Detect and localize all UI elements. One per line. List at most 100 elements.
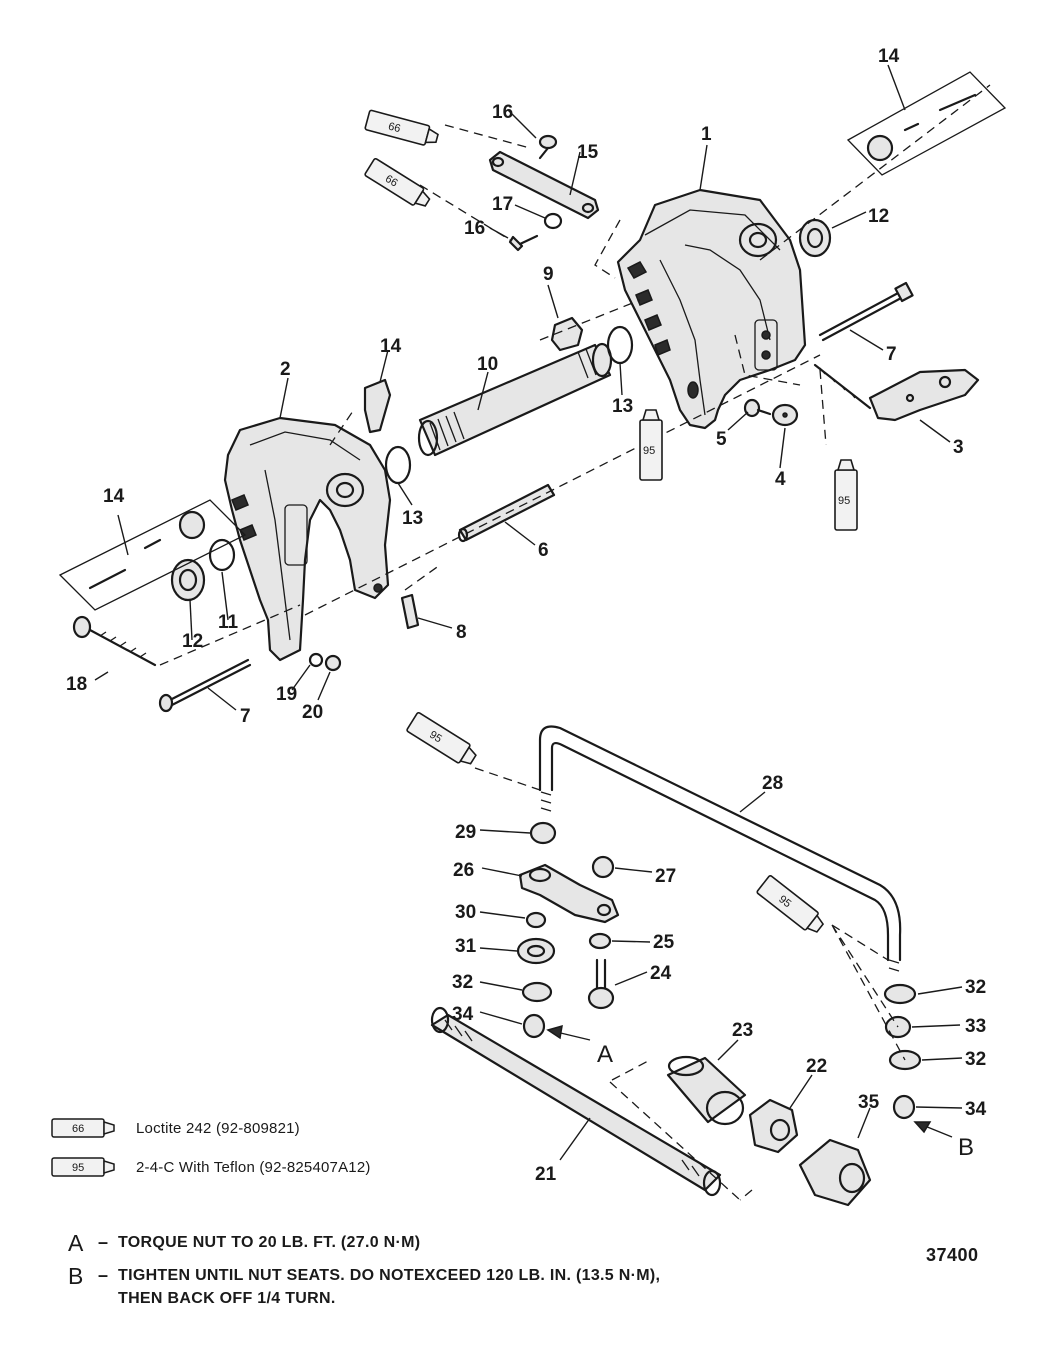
- grease-tube-66-top: 66: [364, 109, 439, 146]
- clamp-bracket-1: [616, 188, 807, 430]
- coupler-nut-35: [798, 1138, 872, 1207]
- nut-30: [525, 911, 547, 929]
- screw-16-lower: [508, 234, 539, 252]
- svg-text:95: 95: [427, 729, 444, 746]
- callout-12-right: 12: [868, 206, 889, 227]
- callout-30: 30: [455, 902, 476, 923]
- washer-11: [208, 538, 236, 572]
- note-a-text: TORQUE NUT TO 20 LB. FT. (27.0 N·M): [118, 1234, 421, 1251]
- note-b-text: TIGHTEN UNTIL NUT SEATS. DO NOTEXCEED 12…: [118, 1267, 661, 1284]
- callout-25: 25: [653, 932, 675, 953]
- callout-8: 8: [456, 622, 467, 643]
- svg-text:66: 66: [387, 121, 402, 136]
- steering-link-rod-28: [538, 725, 902, 972]
- nut-34-left: [522, 1013, 546, 1039]
- legend-tube-95-code: 95: [72, 1162, 84, 1174]
- plate-4: [771, 403, 799, 427]
- callout-34-right: 34: [965, 1099, 987, 1120]
- assembly-line-6: [474, 767, 906, 1061]
- callout-19: 19: [276, 684, 297, 705]
- assembly-line-5: [609, 1059, 753, 1201]
- nut-34-right: [892, 1094, 916, 1120]
- legend-tube-95-icon: 95: [50, 1156, 130, 1178]
- callout-16-top: 16: [492, 102, 513, 123]
- svg-text:95: 95: [838, 495, 850, 507]
- grease-tube-95-rod-end: 95: [756, 875, 825, 933]
- hardware-kit-14-left: [58, 499, 247, 611]
- screw-5: [743, 398, 772, 418]
- callout-14-left: 14: [103, 486, 125, 507]
- callout-21: 21: [535, 1164, 557, 1185]
- note-marker-b: B: [958, 1134, 974, 1161]
- note-marker-a: A: [597, 1041, 613, 1068]
- tilt-tube-10: [417, 342, 613, 457]
- nut-29: [529, 821, 557, 845]
- tube-nut-12-left: [170, 558, 206, 602]
- nut-22: [748, 1098, 799, 1154]
- callout-6: 6: [538, 540, 549, 561]
- callout-2: 2: [280, 359, 291, 380]
- callout-33: 33: [965, 1016, 986, 1037]
- lock-14-center: [363, 378, 392, 434]
- note-b-dash: –: [98, 1265, 109, 1285]
- callout-4: 4: [775, 469, 786, 490]
- assembly-line-4: [419, 124, 531, 241]
- callout-13-right: 13: [612, 396, 633, 417]
- callout-32-right-bottom: 32: [965, 1049, 986, 1070]
- legend-tube-66-icon: 66: [50, 1117, 130, 1139]
- callout-18: 18: [66, 674, 87, 695]
- callout-17: 17: [492, 194, 513, 215]
- legend-text-grease: 2-4-C With Teflon (92-825407A12): [136, 1158, 371, 1176]
- note-a: A – TORQUE NUT TO 20 LB. FT. (27.0 N·M): [68, 1230, 421, 1256]
- callout-13-left: 13: [402, 508, 423, 529]
- callout-20: 20: [302, 702, 323, 723]
- callout-14-top: 14: [878, 46, 900, 67]
- callout-26: 26: [453, 860, 474, 881]
- callout-32-left: 32: [452, 972, 473, 993]
- washer-19: [308, 652, 324, 668]
- hardware-kit-14-top: [846, 71, 1007, 176]
- link-plate-15: [488, 150, 600, 220]
- washer-17: [543, 212, 563, 230]
- callout-16-lower: 16: [464, 218, 485, 239]
- nut-27: [591, 855, 615, 879]
- washer-13-right: [606, 325, 634, 365]
- spacer-23: [666, 1055, 747, 1126]
- drawing-number: 37400: [926, 1245, 979, 1265]
- bolt-7-right: [818, 281, 914, 342]
- grease-tube-95-center: 95: [639, 409, 663, 481]
- washer-13-left: [384, 445, 412, 485]
- callout-35: 35: [858, 1092, 880, 1113]
- screw-16-top: [538, 134, 558, 160]
- legend-text-loctite: Loctite 242 (92-809821): [136, 1119, 300, 1137]
- callout-27: 27: [655, 866, 676, 887]
- callout-10: 10: [477, 354, 498, 375]
- grease-tube-95-link: 95: [406, 711, 477, 765]
- washer-31: [516, 937, 556, 965]
- callout-1: 1: [701, 124, 712, 145]
- svg-text:95: 95: [776, 893, 793, 910]
- callout-31: 31: [455, 936, 477, 957]
- callout-23: 23: [732, 1020, 753, 1041]
- legend-row-grease: 95 2-4-C With Teflon (92-825407A12): [50, 1154, 371, 1180]
- callout-28: 28: [762, 773, 783, 794]
- callout-29: 29: [455, 822, 476, 843]
- callout-22: 22: [806, 1056, 827, 1077]
- callout-7-right: 7: [886, 344, 897, 365]
- callout-15: 15: [577, 142, 599, 163]
- grease-tube-66-mid: 66: [364, 157, 431, 207]
- washer-32-left: [521, 981, 553, 1003]
- note-a-letter: A: [68, 1230, 84, 1256]
- callout-5: 5: [716, 429, 727, 450]
- callout-12-left: 12: [182, 631, 203, 652]
- link-plate-26: [518, 863, 620, 924]
- callout-11: 11: [218, 612, 239, 633]
- note-b: B – TIGHTEN UNTIL NUT SEATS. DO NOTEXCEE…: [68, 1265, 661, 1288]
- note-a-dash: –: [98, 1232, 109, 1252]
- spacer-8: [400, 593, 420, 630]
- callout-9: 9: [543, 264, 554, 285]
- steering-tube-21: [430, 1006, 722, 1197]
- legend-row-loctite: 66 Loctite 242 (92-809821): [50, 1115, 300, 1141]
- callout-7-left: 7: [240, 706, 251, 727]
